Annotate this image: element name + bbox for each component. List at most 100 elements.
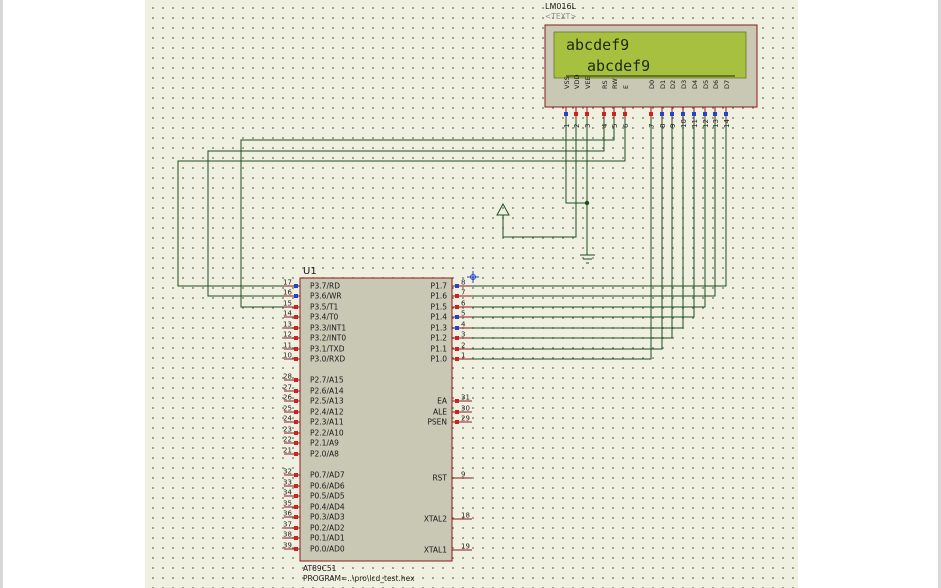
mcu-pin-terminal[interactable] [455, 357, 459, 361]
lcd-pin-number: 11 [691, 119, 699, 128]
lcd-pin-terminal[interactable] [660, 112, 664, 116]
lcd-pin-label: E [622, 85, 630, 89]
mcu-pin-terminal[interactable] [455, 284, 459, 288]
mcu-pin-number: 4 [461, 321, 466, 329]
lcd-pin-number: 10 [680, 119, 688, 128]
mcu-pin-number: 7 [461, 289, 465, 297]
mcu-pin-terminal[interactable] [455, 347, 459, 351]
lcd-pin-terminal[interactable] [724, 112, 728, 116]
mcu-pin-terminal[interactable] [294, 284, 298, 288]
mcu-pin-terminal[interactable] [455, 399, 459, 403]
lcd-pin-number: 5 [611, 124, 619, 128]
mcu-pin-terminal[interactable] [294, 326, 298, 330]
mcu-pin-number: 28 [283, 373, 292, 381]
lcd-pin-label: D2 [669, 80, 677, 89]
lcd-pin-label: VSS [563, 76, 571, 89]
lcd-text-placeholder: <TEXT> [545, 12, 576, 21]
mcu-pin-terminal[interactable] [294, 378, 298, 382]
ground-icon[interactable] [580, 254, 595, 264]
mcu-pin-label: P0.2/AD2 [310, 524, 345, 533]
mcu-pin-terminal[interactable] [294, 494, 298, 498]
lcd-pin-terminal[interactable] [574, 112, 578, 116]
mcu-pin-terminal[interactable] [455, 326, 459, 330]
mcu-pin-terminal[interactable] [455, 294, 459, 298]
mcu-pin-number: 35 [283, 500, 292, 508]
lcd-pin-label: D7 [723, 80, 731, 89]
wire-e [177, 118, 626, 287]
mcu-pin-label: P0.5/AD5 [310, 492, 345, 501]
lcd-pin-number: 9 [669, 124, 677, 128]
lcd-component[interactable]: LM016L <TEXT> abcdef9 abcdef9 VSS1VDD2VE… [544, 2, 758, 128]
mcu-pin-terminal[interactable] [294, 441, 298, 445]
mcu-pin-terminal[interactable] [294, 452, 298, 456]
mcu-pin-number: 17 [283, 279, 292, 287]
lcd-pin-number: 13 [712, 119, 720, 128]
mcu-pin-terminal[interactable] [294, 389, 298, 393]
lcd-pin-label: VEE [584, 76, 592, 89]
mcu-pin-label: P1.3 [431, 324, 448, 333]
mcu-pin-terminal[interactable] [294, 484, 298, 488]
mcu-pin-number: 27 [283, 384, 292, 392]
lcd-pin-terminal[interactable] [602, 112, 606, 116]
mcu-pin-label: P3.7/RD [310, 282, 340, 291]
lcd-pin-label: D1 [659, 80, 667, 89]
mcu-pin-terminal[interactable] [455, 305, 459, 309]
mcu-pin-terminal[interactable] [294, 505, 298, 509]
crosshair-icon[interactable] [467, 271, 479, 283]
lcd-pin-terminal[interactable] [670, 112, 674, 116]
lcd-pin-label: D5 [702, 80, 710, 89]
mcu-pin-number: 18 [461, 512, 470, 520]
mcu-pin-terminal[interactable] [455, 420, 459, 424]
lcd-pin-terminal[interactable] [681, 112, 685, 116]
mcu-pin-label: P0.6/AD6 [310, 482, 345, 491]
mcu-pin-terminal[interactable] [294, 399, 298, 403]
mcu-pin-terminal[interactable] [294, 305, 298, 309]
mcu-pin-terminal[interactable] [294, 294, 298, 298]
mcu-pin-terminal[interactable] [294, 420, 298, 424]
lcd-pin-terminal[interactable] [649, 112, 653, 116]
mcu-pin-number: 12 [283, 331, 292, 339]
mcu-pin-terminal[interactable] [294, 347, 298, 351]
mcu-pin-terminal[interactable] [294, 473, 298, 477]
mcu-pin-label: P2.4/A12 [310, 408, 344, 417]
mcu-pin-number: 9 [461, 471, 465, 479]
lcd-pin-terminal[interactable] [623, 112, 627, 116]
lcd-pin-label: RS [601, 80, 609, 89]
mcu-pin-number: 30 [461, 405, 470, 413]
mcu-pin-number: 1 [461, 352, 465, 360]
mcu-pin-label: P0.7/AD7 [310, 471, 345, 480]
lcd-line-1: abcdef9 [566, 36, 629, 54]
mcu-pin-number: 25 [283, 405, 292, 413]
lcd-pin-terminal[interactable] [585, 112, 589, 116]
wire-d0 [463, 118, 652, 360]
lcd-pin-label: VDD [573, 75, 581, 89]
mcu-pin-terminal[interactable] [294, 547, 298, 551]
mcu-pin-terminal[interactable] [294, 515, 298, 519]
power-terminal-icon[interactable] [496, 202, 510, 216]
mcu-pin-terminal[interactable] [294, 410, 298, 414]
mcu-pin-label: P1.4 [431, 313, 448, 322]
mcu-pin-number: 38 [283, 531, 292, 539]
mcu-pin-number: 37 [283, 521, 292, 529]
mcu-pin-terminal[interactable] [455, 410, 459, 414]
lcd-pin-terminal[interactable] [713, 112, 717, 116]
mcu-pin-terminal[interactable] [455, 336, 459, 340]
mcu-pin-label: P1.5 [431, 303, 448, 312]
mcu-pin-number: 2 [461, 342, 465, 350]
lcd-pin-terminal[interactable] [692, 112, 696, 116]
mcu-pin-terminal[interactable] [294, 336, 298, 340]
lcd-pin-terminal[interactable] [564, 112, 568, 116]
mcu-pin-terminal[interactable] [294, 536, 298, 540]
mcu-pin-terminal[interactable] [294, 357, 298, 361]
mcu-pin-label: EA [437, 397, 448, 406]
window-right-border [938, 0, 941, 588]
mcu-pin-terminal[interactable] [294, 526, 298, 530]
mcu-pin-terminal[interactable] [294, 431, 298, 435]
mcu-pin-terminal[interactable] [294, 315, 298, 319]
mcu-pin-terminal[interactable] [455, 315, 459, 319]
lcd-pin-terminal[interactable] [612, 112, 616, 116]
lcd-pin-terminal[interactable] [703, 112, 707, 116]
